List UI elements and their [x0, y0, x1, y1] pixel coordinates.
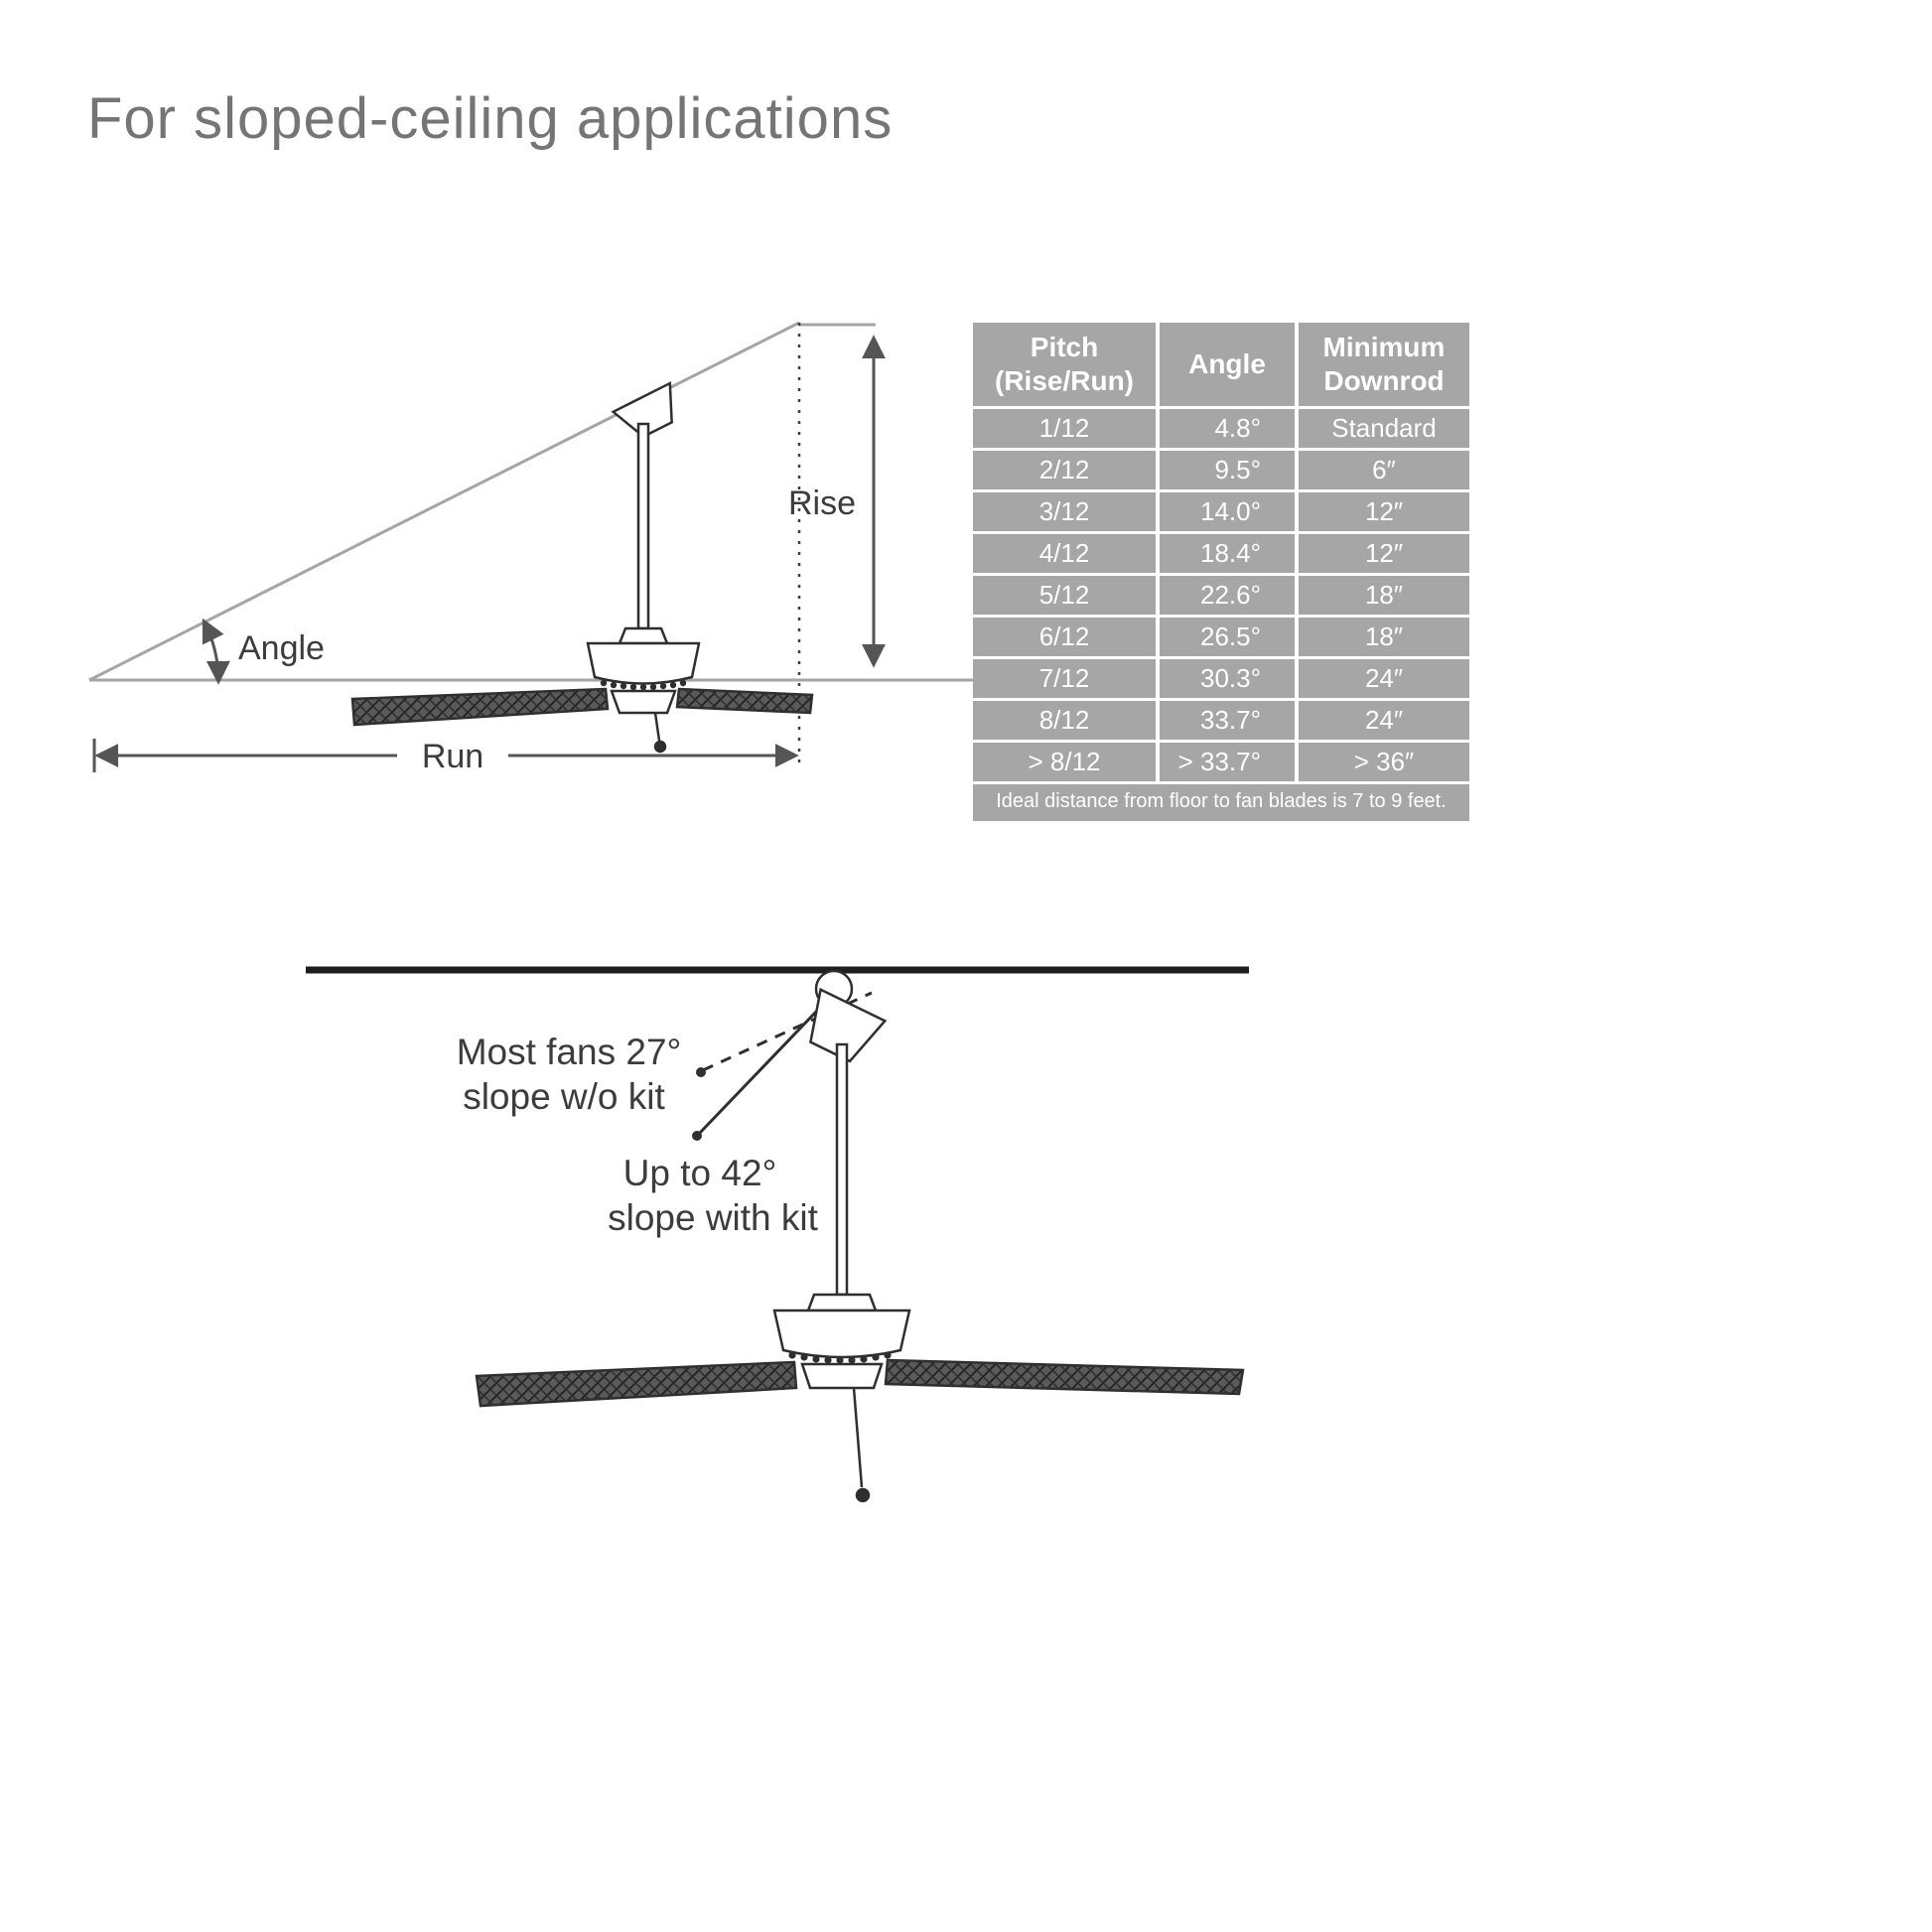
fan-downrod — [835, 1042, 849, 1297]
table-row: 4/12 18.4° 12″ — [973, 531, 1469, 575]
run-label: Run — [422, 738, 483, 775]
table-cell: 12″ — [1295, 489, 1469, 533]
table-cell: 22.6° — [1156, 573, 1297, 617]
table-cell: 4.8° — [1156, 406, 1297, 450]
table-row: 7/12 30.3° 24″ — [973, 656, 1469, 700]
table-cell: 18.4° — [1156, 531, 1297, 575]
fan-hub — [610, 689, 677, 715]
slope-kit-diagram: Most fans 27° slope w/o kit Up to 42° sl… — [306, 966, 1249, 1503]
table-cell: 30.3° — [1156, 656, 1297, 700]
with-kit-label-line1: Up to 42° — [623, 1153, 777, 1193]
rise-label: Rise — [788, 484, 856, 522]
table-cell: 5/12 — [973, 573, 1158, 617]
no-kit-label-line1: Most fans 27° — [457, 1032, 682, 1072]
table-cell: 14.0° — [1156, 489, 1297, 533]
fan-motor-housing — [772, 1309, 911, 1359]
table-footer-row: Ideal distance from floor to fan blades … — [973, 781, 1469, 822]
ceiling-fan-illustration-top — [350, 381, 814, 754]
fan-blade-left — [350, 687, 610, 727]
angle-labels: Most fans 27° slope w/o kit Up to 42° sl… — [457, 1032, 819, 1238]
table-row: 1/12 4.8° Standard — [973, 406, 1469, 450]
table-row: 8/12 33.7° 24″ — [973, 698, 1469, 742]
slope-kit-canopy — [808, 987, 888, 1063]
no-kit-label-line2: slope w/o kit — [463, 1076, 665, 1117]
table-row: 6/12 26.5° 18″ — [973, 615, 1469, 658]
table-cell: 24″ — [1295, 698, 1469, 742]
table-cell: 6″ — [1295, 448, 1469, 491]
angle-arc-arrow — [202, 618, 230, 685]
rise-measure: Rise — [788, 335, 886, 668]
angle-measure: Angle — [202, 618, 325, 685]
fan-motor-housing — [586, 641, 701, 685]
header-angle: Angle — [1156, 323, 1297, 408]
fan-pull-chain — [855, 1487, 871, 1503]
fan-pull-chain — [653, 740, 667, 754]
table-cell: 24″ — [1295, 656, 1469, 700]
table-cell: 12″ — [1295, 531, 1469, 575]
table-footer-note: Ideal distance from floor to fan blades … — [973, 781, 1469, 822]
pitch-table: Pitch (Rise/Run) Angle Minimum Downrod 1… — [973, 323, 1469, 822]
table-cell: 6/12 — [973, 615, 1158, 658]
angle-label: Angle — [238, 629, 325, 667]
table-cell: 26.5° — [1156, 615, 1297, 658]
table-cell: > 33.7° — [1156, 740, 1297, 783]
table-row: 3/12 14.0° 12″ — [973, 489, 1469, 533]
fan-blade-left — [475, 1360, 798, 1408]
table-cell: > 36″ — [1295, 740, 1469, 783]
table-row: > 8/12 > 33.7° > 36″ — [973, 740, 1469, 783]
table-cell: 2/12 — [973, 448, 1158, 491]
fan-downrod — [636, 422, 650, 630]
table-cell: Standard — [1295, 406, 1469, 450]
table-cell: 18″ — [1295, 573, 1469, 617]
table-row: 5/12 22.6° 18″ — [973, 573, 1469, 617]
fan-canopy — [611, 381, 673, 439]
slope-triangle-diagram: Rise Run Angle — [88, 321, 978, 775]
table-cell: 7/12 — [973, 656, 1158, 700]
table-header-row: Pitch (Rise/Run) Angle Minimum Downrod — [973, 323, 1469, 408]
run-measure: Run — [92, 738, 799, 775]
header-downrod: Minimum Downrod — [1295, 323, 1469, 408]
fan-blade-right — [675, 687, 814, 715]
table-cell: 8/12 — [973, 698, 1158, 742]
table-cell: 4/12 — [973, 531, 1158, 575]
table-cell: 33.7° — [1156, 698, 1297, 742]
fan-blade-right — [884, 1358, 1245, 1396]
table-cell: 18″ — [1295, 615, 1469, 658]
header-pitch: Pitch (Rise/Run) — [995, 332, 1134, 397]
table-cell: 3/12 — [973, 489, 1158, 533]
with-kit-label-line2: slope with kit — [608, 1197, 819, 1238]
table-cell: 1/12 — [973, 406, 1158, 450]
fan-hub — [800, 1362, 884, 1390]
table-cell: > 8/12 — [973, 740, 1158, 783]
ceiling-fan-illustration-bottom — [475, 969, 1245, 1503]
table-cell: 9.5° — [1156, 448, 1297, 491]
table-row: 2/12 9.5° 6″ — [973, 448, 1469, 491]
page-title: For sloped-ceiling applications — [87, 86, 894, 151]
